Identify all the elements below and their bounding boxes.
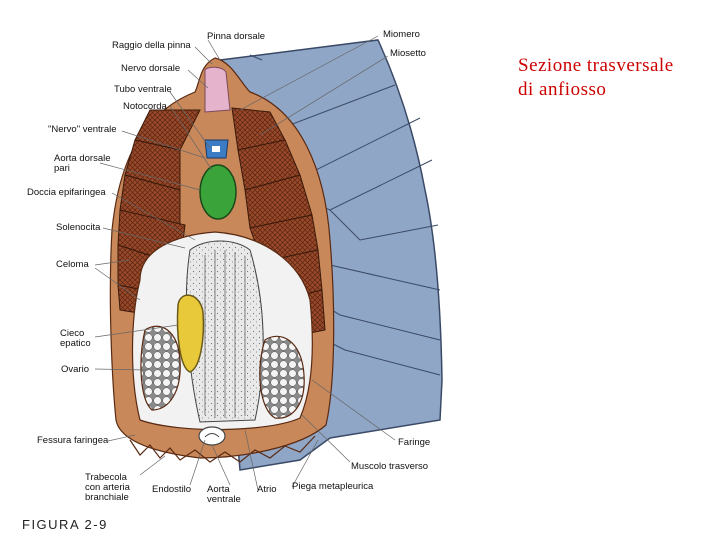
- label-piega: Piega metapleurica: [292, 481, 374, 492]
- label-raggio-pinna: Raggio della pinna: [112, 40, 191, 51]
- endostyle: [198, 426, 226, 446]
- label-aorta-dorsale-line2: pari: [54, 163, 70, 174]
- leader-lines: [94, 35, 396, 491]
- figure-caption: FIGURA 2-9: [22, 517, 108, 532]
- label-fessura: Fessura faringea: [37, 435, 109, 446]
- label-nervo-dorsale: Nervo dorsale: [121, 63, 181, 74]
- title-line-1: Sezione trasversale: [518, 55, 674, 76]
- label-cieco-line1: Cieco: [60, 328, 85, 339]
- dorsal-fin-ray: [204, 66, 231, 113]
- label-faringe: Faringe: [398, 437, 431, 448]
- hepatic-caecum: [176, 294, 205, 373]
- label-aorta-dorsale: Aorta dorsale pari: [54, 154, 111, 174]
- label-cieco-epatico: Cieco epatico: [60, 329, 91, 349]
- label-aorta-dorsale-line1: Aorta dorsale: [54, 153, 111, 164]
- gill-bars: [204, 250, 246, 418]
- label-muscolo: Muscolo trasverso: [351, 461, 429, 472]
- label-miosetto: Miosetto: [390, 48, 426, 59]
- label-trabecola-line1: Trabecola: [85, 472, 127, 483]
- label-ovario: Ovario: [61, 364, 89, 375]
- label-cieco-line2: epatico: [60, 338, 91, 349]
- label-trabecola: Trabecola con arteria branchiale: [85, 473, 130, 503]
- label-pinna-dorsale: Pinna dorsale: [207, 31, 266, 42]
- label-nervo-ventrale: "Nervo" ventrale: [48, 124, 117, 135]
- label-endostilo: Endostilo: [152, 484, 192, 495]
- label-trabecola-line2: con arteria: [85, 482, 130, 493]
- label-aorta-ventrale-line2: ventrale: [207, 494, 241, 505]
- label-doccia: Doccia epifaringea: [27, 187, 106, 198]
- label-aorta-ventrale: Aorta ventrale: [207, 485, 241, 505]
- ovary-left: [140, 325, 181, 411]
- label-celoma: Celoma: [56, 259, 89, 270]
- title-line-2: di anfiosso: [518, 79, 607, 100]
- label-aorta-ventrale-line1: Aorta: [207, 484, 230, 495]
- notochord: [199, 164, 237, 220]
- label-solenocita: Solenocita: [56, 222, 101, 233]
- label-notocorda: Notocorda: [123, 101, 167, 112]
- slide-title: Sezione trasversale di anfiosso: [518, 54, 674, 102]
- metapleural-fold: [129, 435, 316, 463]
- label-trabecola-line3: branchiale: [85, 492, 129, 503]
- ovary-right: [259, 335, 305, 419]
- label-atrio: Atrio: [257, 484, 277, 495]
- label-miomero: Miomero: [383, 29, 420, 40]
- label-tubo-ventrale: Tubo ventrale: [114, 84, 172, 95]
